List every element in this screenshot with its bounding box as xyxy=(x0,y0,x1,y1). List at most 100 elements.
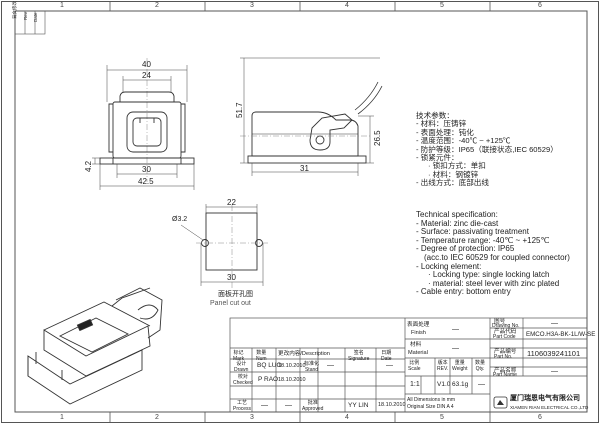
note-line-2: Original Size DIN A 4 xyxy=(407,404,454,410)
spec-en-line: (acc.to IEC 60529 for coupled connector) xyxy=(424,252,570,262)
front-view xyxy=(92,58,195,190)
note-line-1: All Dimensions in mm xyxy=(407,397,456,403)
spec-en-line: · material: steel lever with zinc plated xyxy=(428,278,560,288)
spec-cn-block: 技术参数： - 材料：压铸锌 - 表面处理：钝化 - 温度范围：-40℃ ~ +… xyxy=(416,111,558,188)
finish-value: — xyxy=(452,326,459,333)
spec-en-line: - Cable entry: bottom entry xyxy=(416,287,511,297)
company-name-cn: 厦门瑞恩电气有限公司 xyxy=(510,395,580,402)
company-logo xyxy=(493,396,508,409)
dim-front-base: 30 xyxy=(142,165,151,174)
checked-name: P RAO xyxy=(258,376,279,383)
part-name-label-en: Part Name xyxy=(493,372,517,378)
spec-en-title: Technical specification: xyxy=(416,210,498,219)
zone-top-5: 5 xyxy=(440,2,444,9)
spec-cn-title: 技术参数： xyxy=(416,111,454,120)
spec-cn-line: - 锁紧元件： xyxy=(416,153,459,163)
checked-date: 18.10.2010 xyxy=(278,377,306,383)
material-label-cn: 材料 xyxy=(410,342,422,348)
part-no-label-en: Part No. xyxy=(494,354,513,360)
drawn-name: BQ LUO xyxy=(257,362,282,369)
spec-en-line: · Locking type: single locking latch xyxy=(428,270,550,280)
scale-value: 1:1 xyxy=(410,381,420,388)
dim-cutout-hole: Ø3.2 xyxy=(172,216,188,223)
zone-top-3: 3 xyxy=(250,2,254,9)
spec-cn-line: - 表面处理：钝化 xyxy=(416,127,474,137)
spec-en-line: - Material: zinc die-cast xyxy=(416,218,499,228)
qty-value: — xyxy=(478,381,485,388)
part-name-value: — xyxy=(551,368,558,375)
cutout-caption-en: Panel cut out xyxy=(210,300,251,307)
process-date: — xyxy=(285,402,292,409)
drawing-no-label-cn: 图号 xyxy=(494,319,506,325)
part-code-label-cn: 产品代码 xyxy=(494,329,517,335)
spec-cn-line: · 锁扣方式：单扣 xyxy=(428,161,486,171)
cutout-caption-cn: 面板开孔图 xyxy=(218,291,253,298)
zone-bottom-2: 2 xyxy=(155,414,159,421)
process-sig: — xyxy=(261,402,268,409)
part-code-label-en: Part Code xyxy=(493,334,516,340)
isometric-view xyxy=(27,287,163,405)
spec-cn-line: · 材料：钢镀锌 xyxy=(428,169,479,179)
dim-side-base: 31 xyxy=(300,164,309,173)
side-view xyxy=(240,57,383,176)
spec-en-block: Technical specification: - Material: zin… xyxy=(416,210,570,297)
zone-top-1: 1 xyxy=(60,2,64,9)
spec-cn-line: - 材料：压铸锌 xyxy=(416,119,467,129)
drawn-date: 18.10.2010 xyxy=(278,363,306,369)
approved-name: YY LIN xyxy=(348,402,369,409)
dim-front-inner: 24 xyxy=(142,71,151,80)
zone-top-6: 6 xyxy=(538,2,542,9)
drawing-no-label-en: Drawing No. xyxy=(492,323,520,329)
dim-cutout-width: 22 xyxy=(227,198,236,207)
spec-en-line: - Temperature range: -40℃ ~ +125℃ xyxy=(416,235,550,245)
panel-cutout-view xyxy=(180,204,268,290)
zone-top-4: 4 xyxy=(345,2,349,9)
rev-head-desc: 更改内容/Description xyxy=(278,351,330,357)
part-no-value: 1106039241101 xyxy=(527,349,581,358)
weight-value: 63.1g xyxy=(452,381,469,388)
material-label-en: Material xyxy=(408,350,428,356)
spec-en-line: - Degree of protection: IP65 xyxy=(416,244,515,254)
corner-label-rev: Rev xyxy=(23,11,28,20)
dim-side-mid: 26.5 xyxy=(373,130,382,146)
corner-label-rev-cn: 背文修改 xyxy=(12,1,17,19)
stand-date: — xyxy=(386,362,393,369)
dim-cutout-height: 30 xyxy=(227,273,236,282)
finish-label-en: Finish xyxy=(411,330,426,336)
zone-bottom-3: 3 xyxy=(250,414,254,421)
part-no-label-cn: 产品编号 xyxy=(494,349,517,355)
corner-rev-box xyxy=(14,10,46,35)
drawing-no-value: — xyxy=(551,320,558,327)
stand-sig: — xyxy=(327,362,334,369)
spec-cn-line: - 防护等级：IP65（联接状态,IEC 60529） xyxy=(416,144,558,154)
spec-cn-line: - 温度范围：-40℃ ~ +125℃ xyxy=(416,136,511,146)
zone-bottom-6: 6 xyxy=(538,414,542,421)
zone-bottom-1: 1 xyxy=(60,414,64,421)
zone-bottom-4: 4 xyxy=(345,414,349,421)
title-block-grid xyxy=(229,317,588,413)
part-name-label-cn: 产品名称 xyxy=(494,368,517,374)
dim-side-height: 51.7 xyxy=(235,102,244,118)
company-name-en: XIAMEN RIAN ELECTRICAL CO.,LTD xyxy=(510,405,589,410)
rev-value: V1.0 xyxy=(437,381,451,388)
corner-label-date: Date xyxy=(33,12,38,22)
finish-label-cn: 表面处理 xyxy=(407,322,430,328)
material-value: — xyxy=(452,345,459,352)
approved-date: 18.10.2010 xyxy=(378,402,406,408)
spec-en-line: - Surface: passivating treatment xyxy=(416,227,529,237)
